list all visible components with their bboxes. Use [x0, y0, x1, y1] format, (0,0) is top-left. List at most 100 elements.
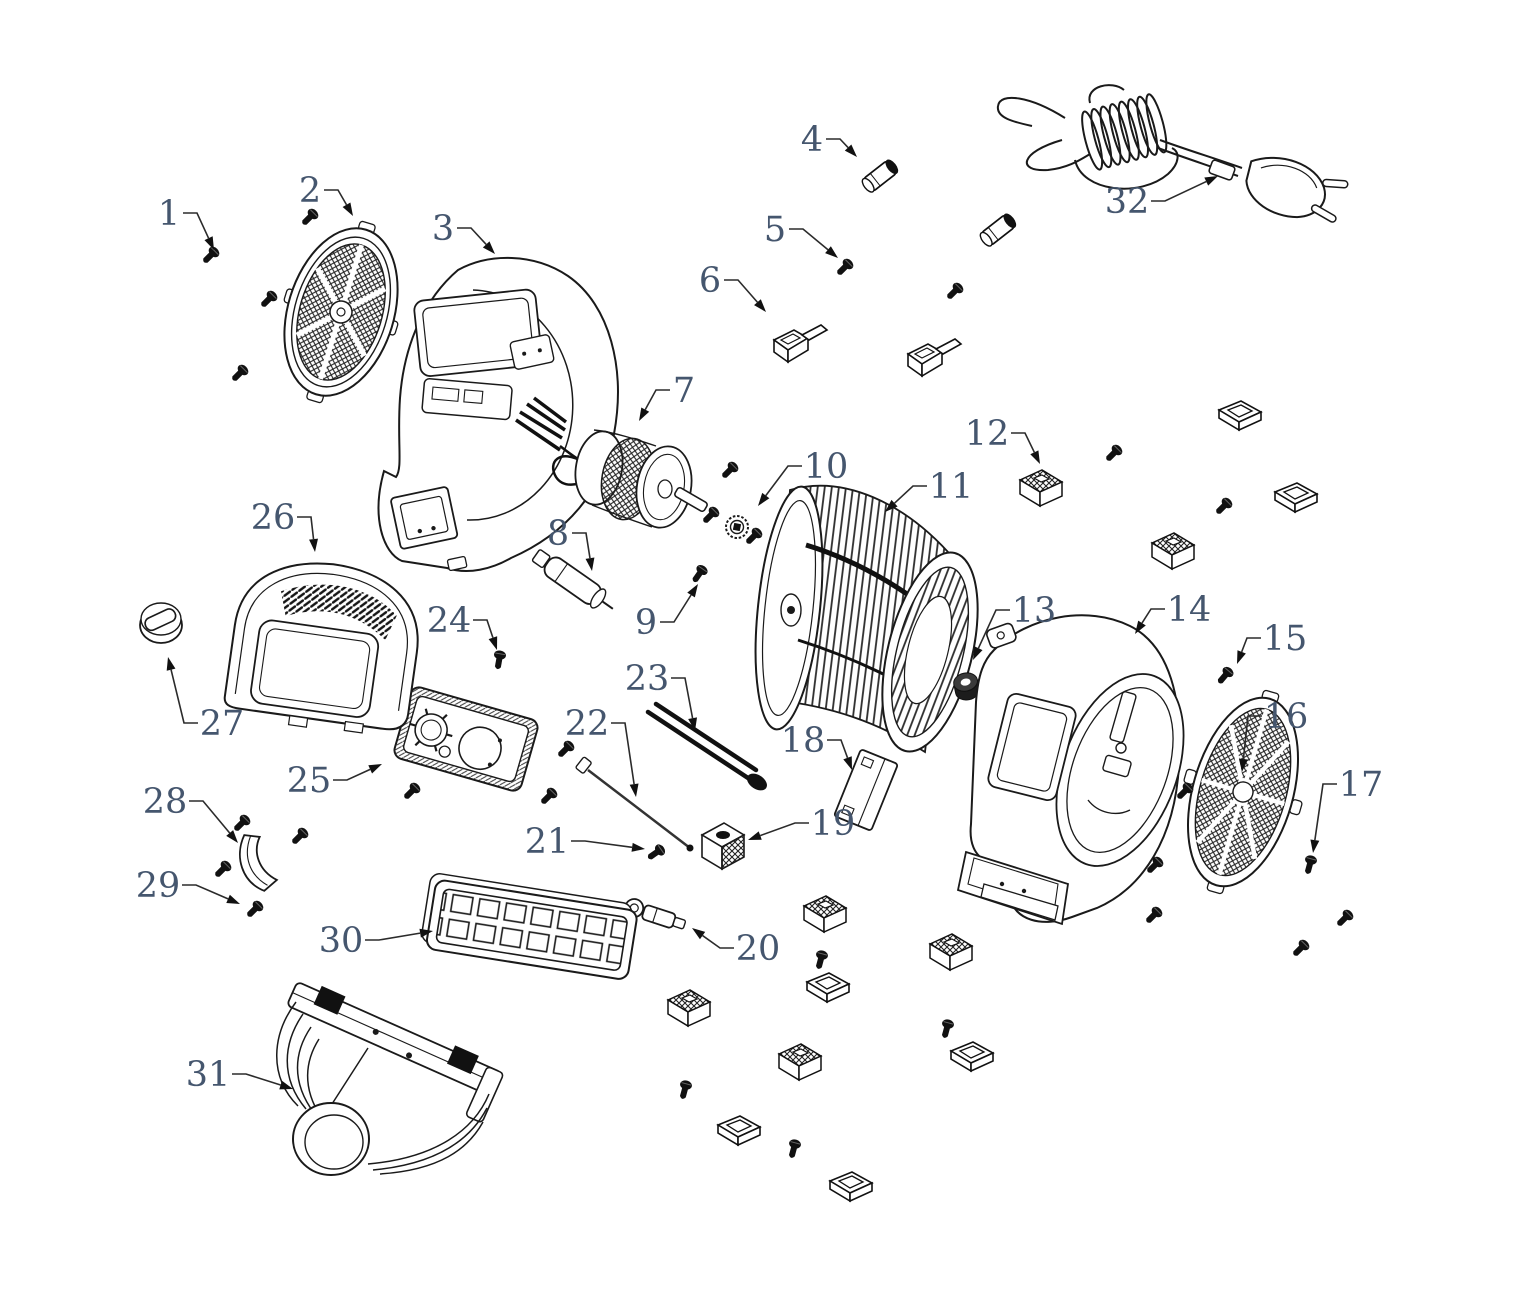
part-19-switch	[700, 822, 746, 871]
motor-shaft	[674, 486, 708, 513]
part-number-14: 14	[1167, 590, 1212, 630]
leader-line-12	[1011, 432, 1036, 453]
part-number-4: 4	[801, 120, 823, 160]
part-label-21: 21	[525, 822, 645, 862]
part-number-10: 10	[804, 447, 849, 487]
part-label-15: 15	[1237, 619, 1307, 664]
part-10-washer	[725, 515, 749, 539]
part-12-rubber-foot	[803, 895, 847, 933]
leader-line-22	[611, 722, 635, 785]
leader-line-4	[826, 138, 849, 149]
leader-arrowhead-11	[885, 499, 898, 512]
leader-arrowhead-10	[758, 492, 770, 506]
foot-frame	[806, 972, 850, 1003]
part-number-1: 1	[158, 194, 180, 234]
leader-arrowhead-3	[482, 241, 495, 254]
part-26-control-cover	[223, 562, 419, 734]
part-label-1: 1	[158, 194, 214, 250]
part-label-23: 23	[625, 659, 698, 731]
part-label-17: 17	[1310, 765, 1383, 853]
part-4-cord-sleeve	[977, 211, 1019, 249]
leader-line-13	[977, 609, 1010, 649]
leader-arrowhead-23	[688, 717, 698, 731]
leader-arrowhead-26	[309, 538, 318, 552]
part-label-24: 24	[427, 601, 498, 650]
part-12-rubber-foot	[778, 1043, 822, 1081]
part-label-20: 20	[692, 928, 780, 969]
part-number-15: 15	[1263, 619, 1308, 659]
leader-arrowhead-21	[631, 842, 645, 852]
leader-line-6	[724, 279, 759, 303]
leader-line-17	[1314, 783, 1337, 841]
part-8-capacitor	[531, 549, 614, 610]
leader-line-18	[827, 739, 849, 759]
leader-line-5	[789, 228, 829, 251]
part-3-front-housing	[377, 257, 619, 572]
part-label-13: 13	[973, 591, 1056, 660]
leader-line-7	[644, 389, 670, 410]
part-number-32: 32	[1105, 182, 1150, 222]
part-number-27: 27	[200, 704, 245, 744]
leader-line-31	[232, 1073, 281, 1086]
part-number-30: 30	[319, 921, 364, 961]
part-label-18: 18	[781, 721, 852, 770]
part-number-22: 22	[565, 704, 610, 744]
part-label-25: 25	[287, 761, 382, 801]
part-number-29: 29	[136, 866, 181, 906]
leader-arrowhead-32	[1204, 176, 1218, 186]
leader-arrowhead-14	[1135, 620, 1146, 634]
part-4-cord-sleeve	[859, 157, 901, 195]
part-12-rubber-foot	[1151, 532, 1195, 570]
part-number-16: 16	[1264, 697, 1309, 737]
leader-arrowhead-7	[639, 407, 650, 421]
leader-line-23	[671, 677, 694, 719]
part-number-5: 5	[764, 210, 786, 250]
leader-arrowhead-6	[754, 299, 766, 312]
leader-line-29	[182, 884, 229, 900]
part-label-29: 29	[136, 866, 240, 906]
leader-line-2	[324, 189, 348, 206]
leader-arrowhead-31	[279, 1080, 293, 1090]
part-number-23: 23	[625, 659, 670, 699]
part-label-32: 32	[1105, 176, 1218, 222]
leader-arrowhead-19	[748, 831, 762, 840]
part-label-22: 22	[565, 704, 639, 797]
part-number-12: 12	[965, 414, 1010, 454]
leader-line-9	[660, 594, 692, 623]
part-label-7: 7	[639, 371, 695, 421]
leader-arrowhead-27	[166, 657, 176, 671]
leader-arrowhead-9	[687, 584, 698, 598]
leader-arrowhead-16	[1238, 758, 1248, 772]
leader-line-24	[473, 619, 494, 638]
part-label-8: 8	[547, 514, 595, 571]
part-number-25: 25	[287, 761, 332, 801]
leader-line-11	[893, 485, 927, 504]
part-number-7: 7	[673, 371, 695, 411]
part-number-26: 26	[251, 498, 296, 538]
part-number-19: 19	[811, 804, 856, 844]
part-number-28: 28	[143, 782, 188, 822]
part-number-13: 13	[1012, 591, 1057, 631]
part-27-knob	[139, 602, 183, 644]
foot-frame	[717, 1115, 761, 1146]
part-31-funnel-nozzle	[276, 982, 504, 1176]
leader-arrowhead-29	[226, 894, 240, 904]
foot-frame	[950, 1041, 994, 1072]
part-14-rear-housing	[956, 614, 1185, 926]
part-label-11: 11	[885, 467, 973, 512]
part-number-20: 20	[736, 929, 781, 969]
part-label-6: 6	[699, 261, 766, 312]
part-number-2: 2	[299, 171, 321, 211]
part-number-11: 11	[929, 467, 974, 507]
part-label-30: 30	[319, 921, 433, 961]
leader-line-3	[457, 227, 487, 245]
part-number-17: 17	[1339, 765, 1384, 805]
leader-line-1	[183, 212, 210, 239]
part-number-6: 6	[699, 261, 721, 301]
foot-frame	[829, 1171, 873, 1202]
leader-arrowhead-2	[342, 202, 353, 216]
part-number-3: 3	[432, 209, 454, 249]
part-label-26: 26	[251, 498, 318, 552]
